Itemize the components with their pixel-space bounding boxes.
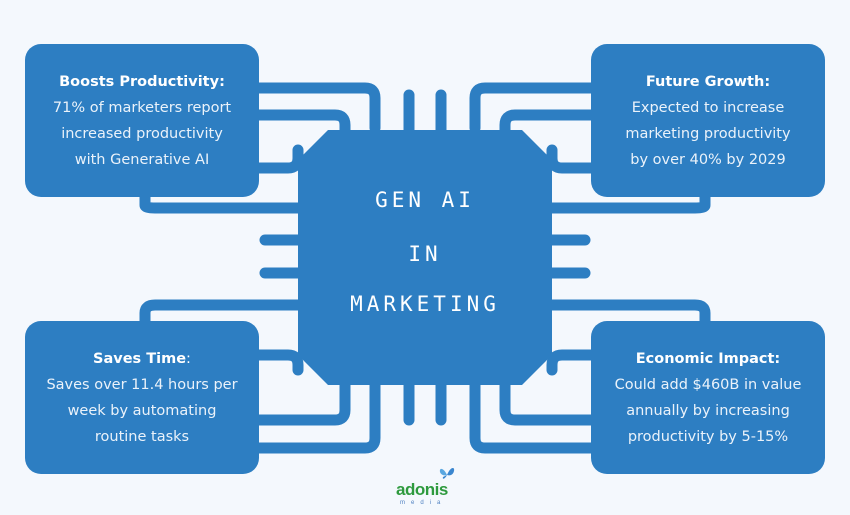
- trace: [253, 349, 304, 376]
- card-title: Future Growth:: [645, 73, 771, 90]
- chip-body: [298, 130, 552, 385]
- card-line: Could add $460B in value: [614, 376, 802, 393]
- trace: [253, 109, 351, 146]
- card-line: Expected to increase: [631, 99, 785, 116]
- trace: [469, 82, 597, 134]
- card-line: 71% of marketers report: [52, 99, 232, 116]
- trace: [546, 299, 711, 327]
- adonis-media-logo: adonis media: [396, 467, 466, 512]
- card-line: marketing productivity: [625, 125, 791, 142]
- trace: [546, 190, 711, 214]
- trace: [253, 82, 381, 134]
- trace: [546, 144, 597, 174]
- chip-title-line-3: MARKETING: [350, 292, 500, 316]
- card-line: week by automating: [67, 402, 217, 419]
- trace: [499, 379, 597, 426]
- trace: [253, 379, 381, 454]
- chip-title-line-2: IN: [408, 242, 442, 266]
- card-line: increased productivity: [61, 125, 223, 142]
- chip-title-line-1: GEN AI: [375, 188, 475, 212]
- card-title: Boosts Productivity:: [59, 73, 225, 90]
- card-economic-impact: Economic Impact: Could add $460B in valu…: [591, 321, 825, 474]
- card-line: with Generative AI: [74, 151, 210, 168]
- trace: [546, 349, 597, 376]
- trace: [139, 299, 304, 327]
- logo-subtitle: media: [400, 500, 447, 506]
- card-line: annually by increasing: [626, 402, 790, 419]
- trace: [469, 379, 597, 454]
- card-title: Saves Time: [93, 350, 187, 367]
- butterfly-icon: [439, 467, 455, 479]
- card-line: productivity by 5-15%: [627, 428, 789, 445]
- trace: [253, 144, 304, 174]
- trace: [253, 379, 351, 426]
- card-title-colon: :: [186, 350, 191, 367]
- card-boosts-productivity: Boosts Productivity: 71% of marketers re…: [25, 44, 259, 197]
- trace: [139, 190, 304, 214]
- logo-wordmark: adonis: [396, 480, 448, 499]
- card-title-row: Saves Time:: [35, 346, 249, 372]
- trace: [499, 109, 597, 146]
- card-future-growth: Future Growth: Expected to increase mark…: [591, 44, 825, 197]
- card-line: Saves over 11.4 hours per: [46, 376, 238, 393]
- card-saves-time: Saves Time: Saves over 11.4 hours per we…: [25, 321, 259, 474]
- card-title: Economic Impact:: [635, 350, 781, 367]
- card-line: routine tasks: [94, 428, 190, 445]
- card-line: by over 40% by 2029: [630, 151, 786, 168]
